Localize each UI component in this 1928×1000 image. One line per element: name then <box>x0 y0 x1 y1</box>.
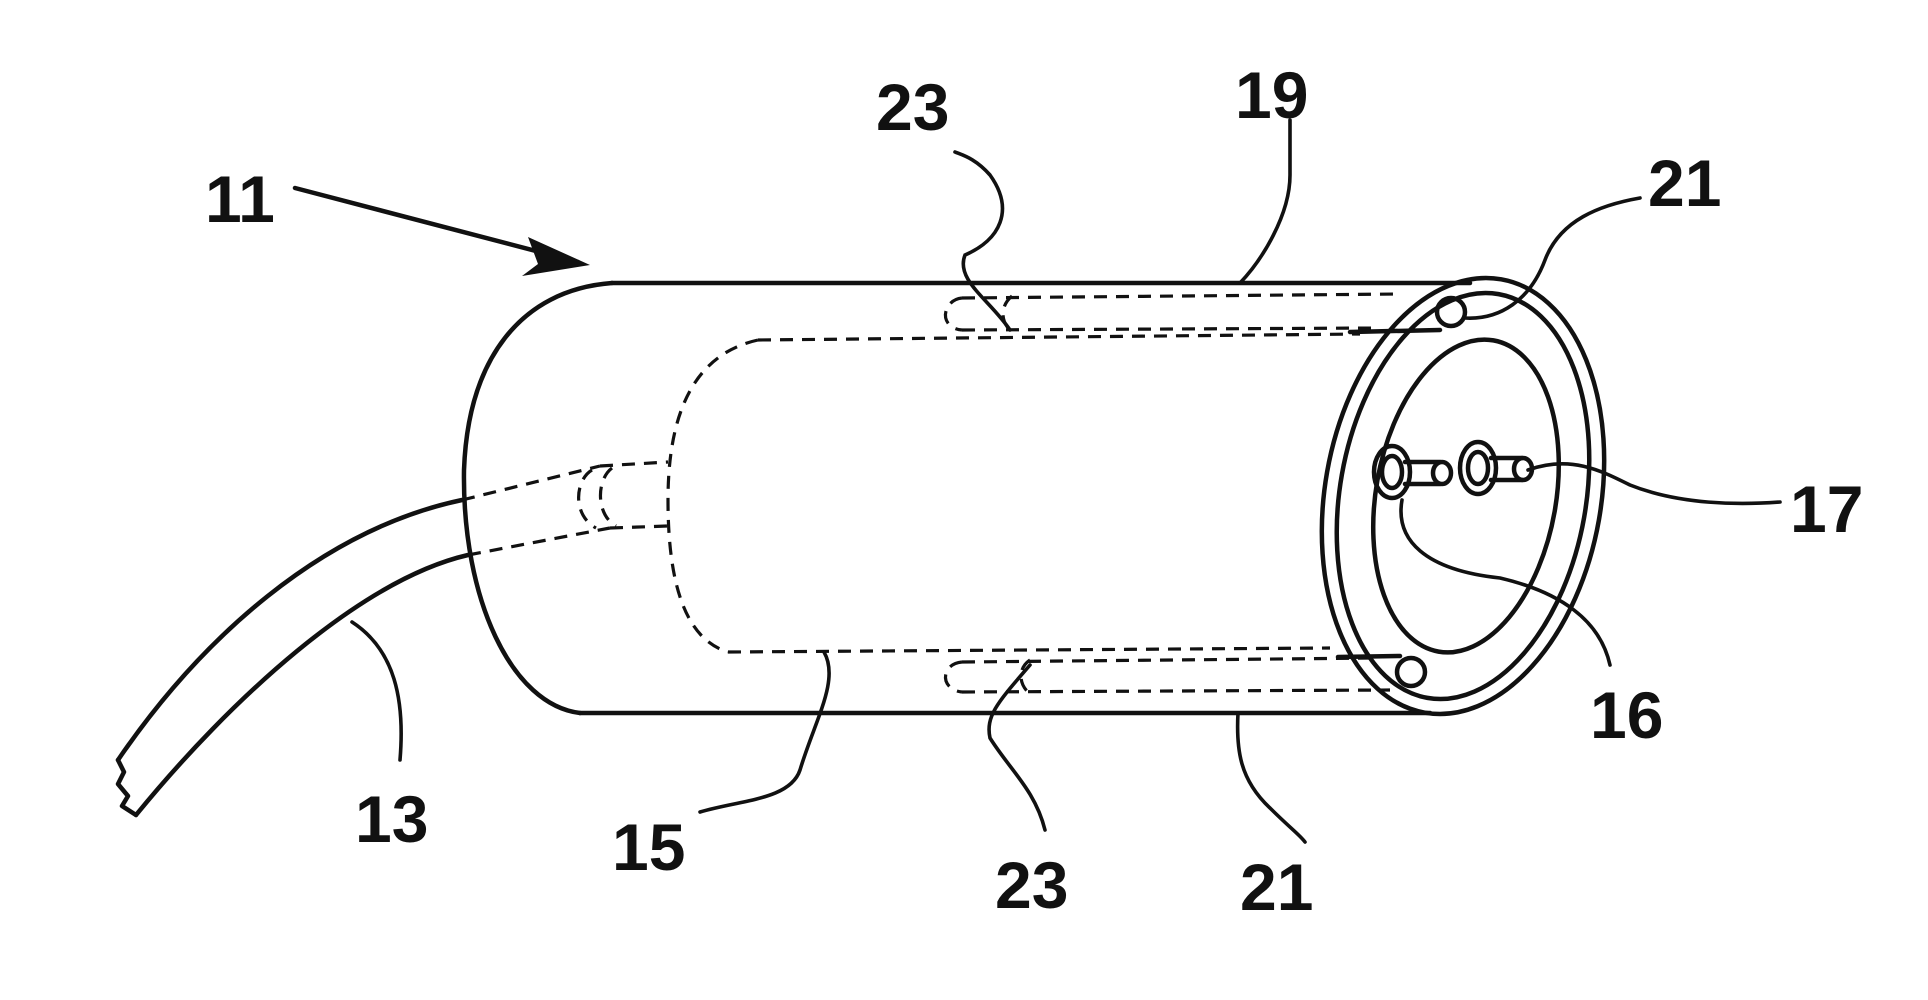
housing-body <box>464 283 1470 713</box>
ref-label-11: 11 <box>205 162 275 236</box>
ref-label-19: 19 <box>1235 58 1308 132</box>
ref-label-21-top: 21 <box>1648 146 1721 220</box>
ref-label-21-bottom: 21 <box>1240 850 1313 924</box>
ref-label-23-bottom: 23 <box>995 848 1068 922</box>
cable <box>118 462 668 815</box>
device-arrow <box>295 188 590 276</box>
contact-pins <box>1374 442 1532 498</box>
inner-cavity <box>668 334 1360 652</box>
ref-label-16: 16 <box>1590 678 1663 752</box>
ref-label-23-top: 23 <box>876 70 949 144</box>
upper-channel <box>945 294 1465 332</box>
ref-label-17: 17 <box>1790 472 1863 546</box>
ref-label-13: 13 <box>355 782 428 856</box>
leader-lines <box>352 120 1780 842</box>
reference-numerals: 11 13 15 16 17 19 21 21 23 23 <box>205 58 1863 924</box>
ref-label-15: 15 <box>612 810 685 884</box>
